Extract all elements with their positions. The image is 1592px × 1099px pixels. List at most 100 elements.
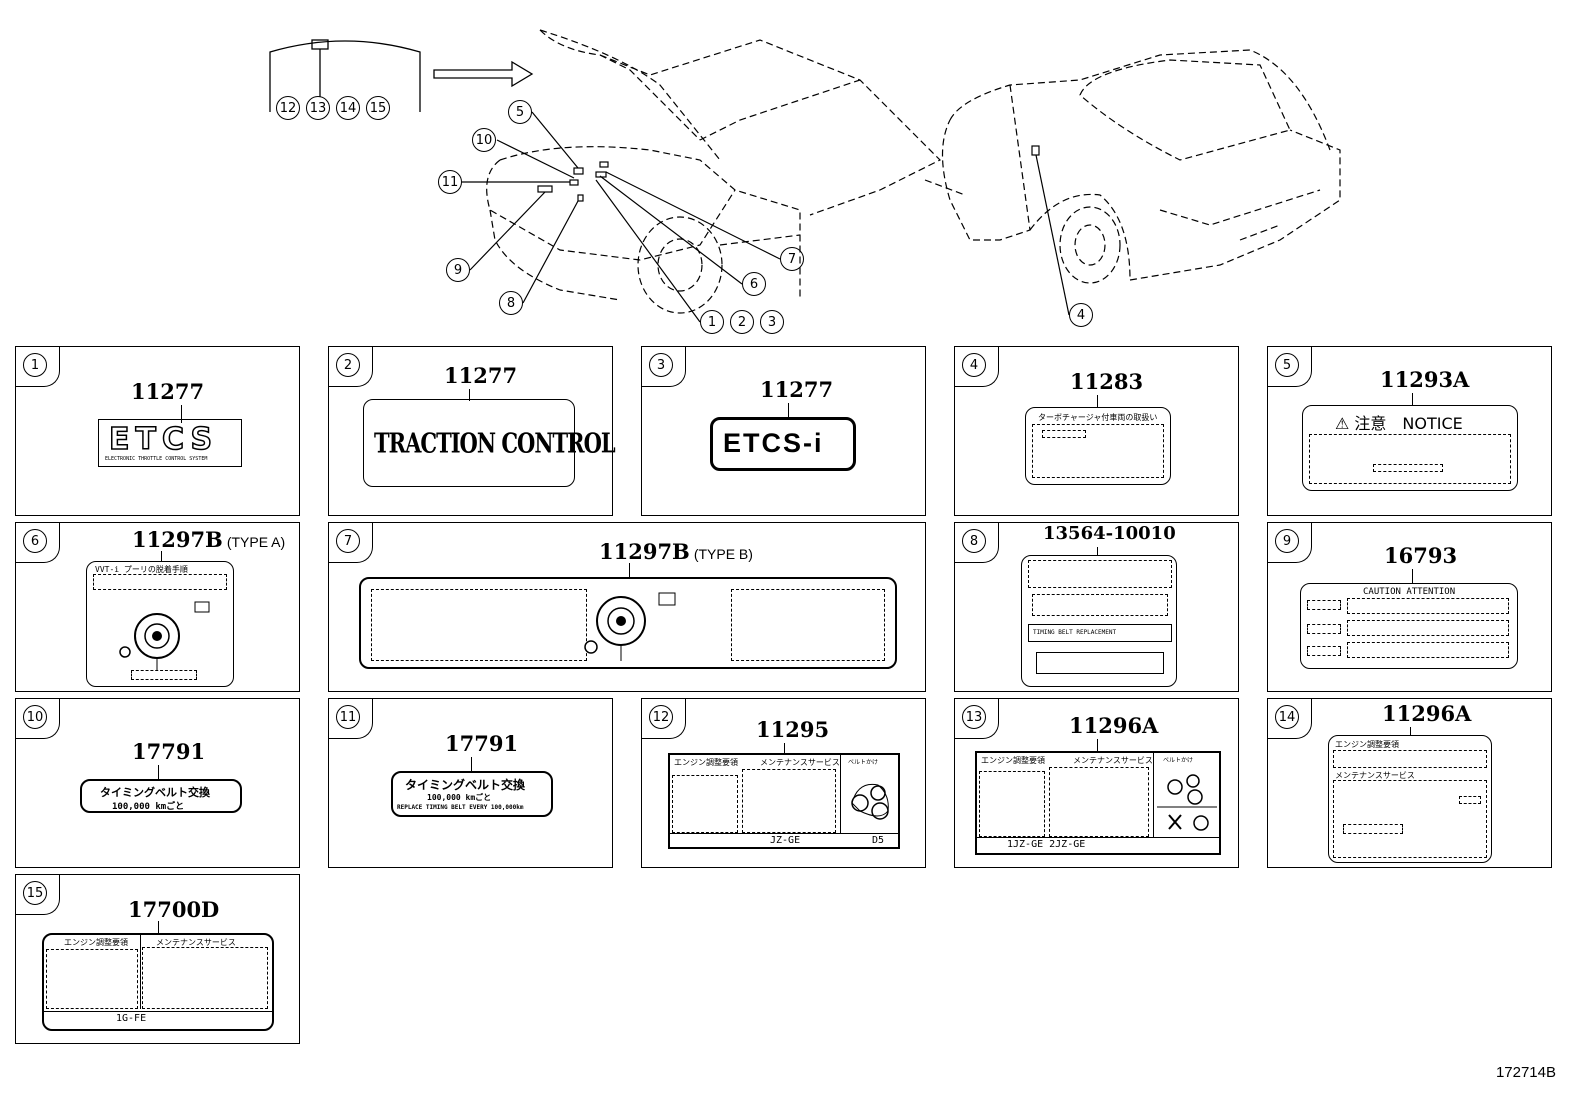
leader-lines — [462, 111, 1070, 323]
panel-7: 7 11297B(TYPE B) — [328, 522, 926, 692]
callout-12: 12 — [276, 96, 300, 120]
panel-11: 11 17791 タイミングベルト交換 100,000 kmごと REPLACE… — [328, 698, 613, 868]
part-number: 11295 — [756, 717, 830, 742]
label-engine-tuning: エンジン調整要領 メンテナンスサービス ベルトかけ JZ-GE D5 — [668, 753, 900, 849]
pulley-drawing — [119, 601, 210, 670]
label-text: ⚠ 注意 NOTICE — [1335, 414, 1463, 433]
label-header-3: ベルトかけ — [848, 759, 879, 766]
type-note: (TYPE A) — [226, 534, 286, 550]
label-engine: JZ-GE — [770, 835, 801, 846]
label-vvti-pulley: VVT-i プーリの脱着手順 — [86, 561, 234, 687]
panel-number: 3 — [649, 353, 673, 377]
panel-5: 5 11293A ⚠ 注意 NOTICE — [1267, 346, 1552, 516]
panel-9: 9 16793 CAUTION ATTENTION — [1267, 522, 1552, 692]
part-number: 17700D — [128, 897, 220, 922]
panel-number: 9 — [1275, 529, 1299, 553]
panel-13: 13 11296A エンジン調整要領 メンテナンスサービス ベルトかけ 1JZ-… — [954, 698, 1239, 868]
label-line2: 100,000 kmごと — [112, 802, 185, 812]
panel-number: 8 — [962, 529, 986, 553]
belt-routing-icon — [1157, 774, 1217, 831]
label-etcs-i: ETCS-i — [710, 417, 856, 471]
label-text: ETCS — [108, 421, 219, 458]
label-header-2: メンテナンスサービス — [1335, 771, 1415, 780]
panel-number: 10 — [23, 705, 47, 729]
part-number: 13564-10010 — [1043, 523, 1176, 544]
label-line1: タイミングベルト交換 — [100, 786, 210, 799]
part-number: 17791 — [445, 731, 519, 756]
label-text: TIMING BELT REPLACEMENT — [1033, 629, 1117, 636]
label-code: D5 — [872, 835, 885, 846]
callout-13: 13 — [306, 96, 330, 120]
label-timing-belt-bilingual: タイミングベルト交換 100,000 kmごと REPLACE TIMING B… — [391, 771, 553, 817]
panel-1: 1 11277 ETCS ELECTRONIC THROTTLE CONTROL… — [15, 346, 300, 516]
panel-4: 4 11283 ターボチャージャ付車両の取扱い — [954, 346, 1239, 516]
callout-9: 9 — [446, 258, 470, 282]
label-etcs: ETCS ELECTRONIC THROTTLE CONTROL SYSTEM — [98, 419, 242, 467]
panel-number: 4 — [962, 353, 986, 377]
label-header-1: エンジン調整要領 — [981, 756, 1045, 765]
label-timing-belt-jp: タイミングベルト交換 100,000 kmごと — [80, 779, 242, 813]
callout-4: 4 — [1069, 303, 1093, 327]
panel-number: 1 — [23, 353, 47, 377]
callout-6: 6 — [742, 272, 766, 296]
label-turbo-handling: ターボチャージャ付車両の取扱い — [1025, 407, 1171, 485]
label-engine-tuning: エンジン調整要領 メンテナンスサービス 1G-FE — [42, 933, 274, 1031]
label-text: ターボチャージャ付車両の取扱い — [1038, 413, 1158, 422]
panel-number: 12 — [649, 705, 673, 729]
label-text: VVT-i プーリの脱着手順 — [95, 565, 188, 574]
panel-number: 11 — [336, 705, 360, 729]
part-number: 11277 — [444, 363, 518, 388]
callout-15: 15 — [366, 96, 390, 120]
panel-12: 12 11295 エンジン調整要領 メンテナンスサービス ベルトかけ JZ-GE… — [641, 698, 926, 868]
label-traction-control: TRACTION CONTROL — [363, 399, 616, 487]
panel-number: 5 — [1275, 353, 1299, 377]
belt-routing-icon — [851, 783, 889, 820]
panel-14: 14 11296A エンジン調整要領 メンテナンスサービス — [1267, 698, 1552, 868]
rear-car-outline — [924, 49, 1341, 284]
panel-15: 15 17700D エンジン調整要領 メンテナンスサービス 1G-FE — [15, 874, 300, 1044]
pulley-drawing — [584, 592, 676, 661]
part-number: 11283 — [1070, 369, 1144, 394]
part-number: 17791 — [132, 739, 206, 764]
label-header-3: ベルトかけ — [1163, 757, 1194, 764]
direction-arrow — [433, 60, 534, 88]
label-line1: タイミングベルト交換 — [405, 778, 526, 792]
part-number: 11297B(TYPE B) — [599, 539, 753, 564]
label-header-1: エンジン調整要領 — [64, 938, 128, 947]
label-markers — [537, 145, 1040, 202]
panel-3: 3 11277 ETCS-i — [641, 346, 926, 516]
callout-1: 1 — [700, 310, 724, 334]
callout-14: 14 — [336, 96, 360, 120]
front-car-outline — [486, 29, 942, 314]
part-number: 11296A — [1382, 701, 1472, 726]
hood-inset — [269, 39, 421, 112]
label-engine-tuning: エンジン調整要領 メンテナンスサービス ベルトかけ 1JZ-GE 2JZ-GE — [975, 751, 1221, 855]
label-engine-tuning: エンジン調整要領 メンテナンスサービス — [1328, 735, 1492, 863]
panel-number: 6 — [23, 529, 47, 553]
panel-number: 14 — [1275, 705, 1299, 729]
type-note: (TYPE B) — [693, 546, 753, 562]
panel-number: 7 — [336, 529, 360, 553]
panel-8: 8 13564-10010 TIMING BELT REPLACEMENT — [954, 522, 1239, 692]
label-header-2: メンテナンスサービス — [1073, 756, 1153, 765]
label-header-1: エンジン調整要領 — [1335, 740, 1399, 749]
label-notice: ⚠ 注意 NOTICE — [1302, 405, 1518, 491]
callout-10: 10 — [472, 128, 496, 152]
callout-2: 2 — [730, 310, 754, 334]
label-timing-belt: TIMING BELT REPLACEMENT — [1021, 555, 1177, 687]
label-header-1: エンジン調整要領 — [674, 758, 738, 767]
callout-11: 11 — [438, 170, 462, 194]
label-engine: 1JZ-GE 2JZ-GE — [1007, 839, 1086, 850]
label-caution: CAUTION ATTENTION — [1300, 583, 1518, 669]
callout-5: 5 — [508, 100, 532, 124]
label-text: TRACTION CONTROL — [374, 426, 616, 459]
part-number: 11277 — [760, 377, 834, 402]
vehicle-illustration — [269, 29, 1341, 323]
figure-code: 172714B — [1495, 1064, 1556, 1081]
panel-2: 2 11277 TRACTION CONTROL — [328, 346, 616, 516]
panel-number: 13 — [962, 705, 986, 729]
label-line2: 100,000 kmごと — [427, 793, 492, 802]
part-number: 11293A — [1380, 367, 1470, 392]
label-text: ETCS-i — [723, 428, 824, 458]
label-line3: REPLACE TIMING BELT EVERY 100,000km — [397, 804, 524, 811]
